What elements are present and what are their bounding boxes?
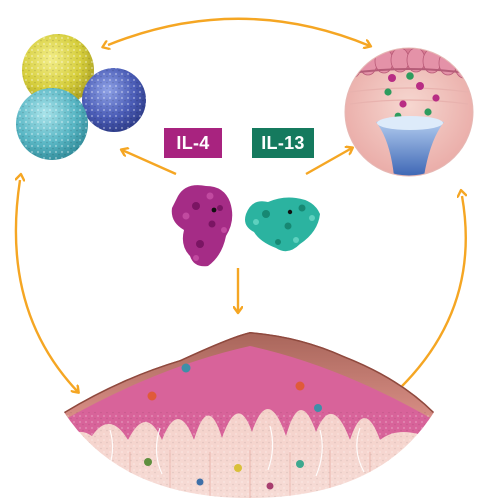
il13-label-bg <box>252 128 314 158</box>
arrow-center-to-airway <box>305 148 352 176</box>
il4-label: IL-4 <box>176 133 210 153</box>
immune-cells-icon <box>16 34 146 160</box>
airway-mucosa-icon <box>344 47 474 177</box>
arrow-center-to-cells <box>122 150 177 176</box>
il13-protein-icon <box>245 197 320 252</box>
arrow-cells-airway <box>108 17 370 46</box>
il4-label-bg <box>164 128 222 158</box>
arrow-airway-skin <box>396 196 466 392</box>
skin-cross-section-icon <box>64 332 434 498</box>
il13-label: IL-13 <box>261 133 305 153</box>
arrows <box>14 17 466 392</box>
arrow-cells-skin <box>14 180 78 392</box>
il4-protein-icon <box>171 185 233 267</box>
